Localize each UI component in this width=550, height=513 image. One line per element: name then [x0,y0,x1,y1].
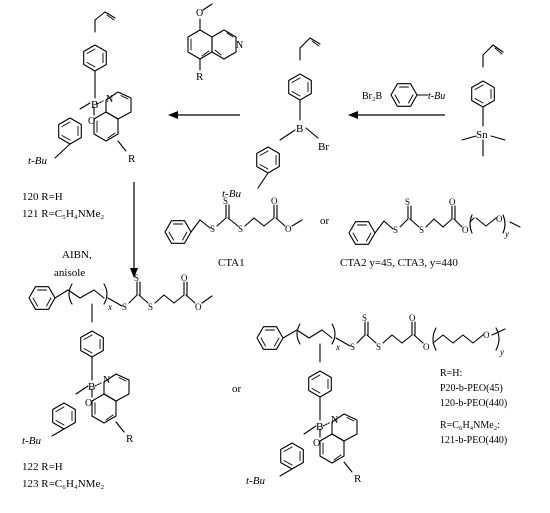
tbu-label-intermediate: t-Bu [222,188,241,200]
sulfur-7: S [122,302,127,312]
tin-atom: Sn [476,129,488,141]
sulfur-9: S [148,302,153,312]
block-copolymer-structure: x S S S O O O y B N O t-Bu R [246,313,506,487]
methoxyquinoline-reagent: O N R [187,3,243,83]
product-123: 123 R=C₆H₄NMe₂ [22,478,104,490]
or-text-bottom: or [232,383,242,395]
oxygen-atom-block: O [313,438,320,449]
br2b-group: Br₂B [362,91,382,102]
cta1-structure: S S S O O [164,196,303,244]
monomer-quinolate-structure: B N O t-Bu R [28,11,136,167]
ester-oxygen-2: O [462,225,469,235]
entry-120: 120 R=H [22,191,63,203]
y-subscript-block: y [499,347,504,357]
oxygen-atom: O [88,116,95,127]
boron-atom-intermediate: B [296,123,303,135]
sulfur-4: S [393,225,398,235]
nitrogen-atom-block: N [331,415,338,426]
sulfur-10: S [350,342,355,352]
legend-p20-peo45: P20-b-PEO(45) [440,383,503,394]
nitrogen-atom: N [106,94,113,105]
x-subscript-block: x [335,342,340,352]
arrow-polymerization [130,182,138,278]
boron-atom: B [91,99,98,111]
entry-121: 121 R=C₅H₄NMe₂ [22,208,104,220]
r-group-label: R [128,153,136,165]
legend-120-peo440: 120-b-PEO(440) [440,398,507,409]
carbonyl-oxygen-2: O [449,197,456,207]
sulfur-2: S [223,196,228,206]
x-subscript-homo: x [107,302,112,312]
tbu-label: t-Bu [28,155,47,167]
tbu-label-block: t-Bu [246,475,265,487]
cta1-label: CTA1 [218,257,245,269]
carbonyl-oxygen-3: O [181,273,188,283]
tbu-label-homo: t-Bu [22,435,41,447]
r-group-reagent: R [196,71,204,83]
initiator-label: AIBN, [62,249,92,261]
sulfur-3: S [238,224,243,234]
boron-atom-homo: B [88,381,95,393]
oxygen-atom-homo: O [85,398,92,409]
legend-r-aryl: R=C₆H₄NMe₂: [440,420,500,431]
carbonyl-oxygen: O [271,196,278,206]
legend-r-h: R=H: [440,368,462,379]
r-group-block: R [354,473,362,485]
nitrogen-atom-homo: N [103,375,110,386]
bromoborane-intermediate: B Br t-Bu [222,37,329,200]
sulfur-5: S [405,197,410,207]
legend-121-peo440: 121-b-PEO(440) [440,435,507,446]
solvent-label: anisole [54,267,85,279]
cta2-structure: S S S O O O y [348,197,521,245]
sulfur-1: S [210,224,215,234]
sulfur-11: S [362,313,367,323]
ester-oxygen-3: O [195,302,202,312]
product-122: 122 R=H [22,461,63,473]
ester-oxygen: O [285,224,292,234]
sulfur-6: S [419,225,424,235]
tbu-reagent: t-Bu [428,91,445,102]
arrow-boronation: Br₂B t-Bu [348,83,445,119]
sulfur-8: S [134,273,139,283]
or-text-top: or [320,215,330,227]
cta2-3-label: CTA2 y=45, CTA3, y=440 [340,257,458,269]
methoxy-oxygen: O [196,8,203,19]
boron-atom-block: B [316,421,323,433]
stannyl-styrene: Sn [461,44,506,157]
peo-oxygen: O [496,214,503,224]
peo-oxygen-block: O [483,330,490,340]
quinoline-nitrogen: N [236,40,243,51]
bromine-atom: Br [318,141,329,153]
homopolymer-structure: x S S S O O B N O t-Bu R [22,273,213,447]
ester-oxygen-4: O [423,342,430,352]
sulfur-12: S [376,342,381,352]
arrow-to-monomer [168,111,240,119]
y-subscript-cta: y [504,229,509,239]
r-group-homo: R [126,433,134,445]
carbonyl-oxygen-4: O [409,313,416,323]
